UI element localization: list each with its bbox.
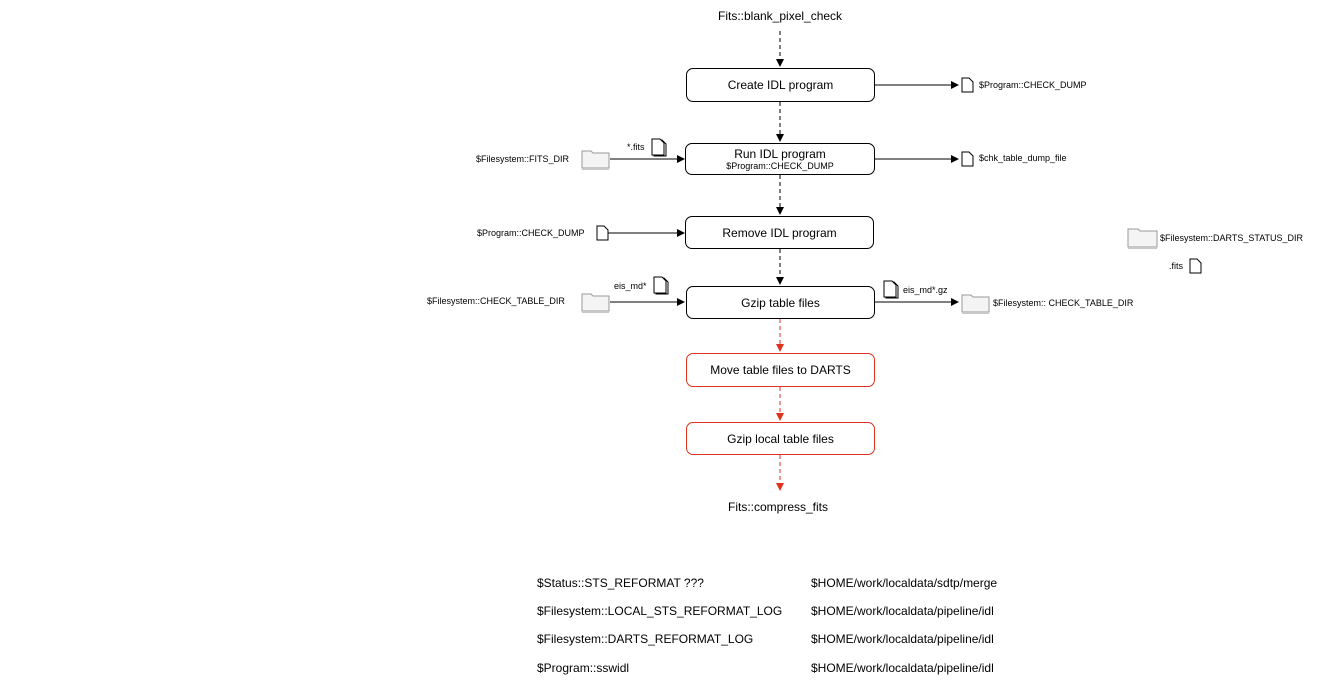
document-icon — [961, 151, 974, 167]
legend-name: $Status::STS_REFORMAT ??? — [537, 576, 704, 590]
document-stack-icon — [883, 280, 899, 299]
input-eis-md-label: eis_md* — [614, 281, 647, 291]
step-gzip-local-table-files[interactable]: Gzip local table files — [686, 422, 875, 455]
darts-status-dir-label: $Filesystem::DARTS_STATUS_DIR — [1160, 233, 1304, 243]
step-create-idl-program[interactable]: Create IDL program — [686, 68, 875, 102]
legend-path: $HOME/work/localdata/pipeline/idl — [811, 661, 994, 675]
side-fits-file-label: .fits — [1169, 261, 1184, 271]
output-chk-table-dump-file-label: $chk_table_dump_file — [979, 153, 1067, 163]
document-icon — [1189, 258, 1202, 274]
legend-path: $HOME/work/localdata/pipeline/idl — [811, 632, 994, 646]
output-check-table-dir-label: $Filesystem:: CHECK_TABLE_DIR — [993, 298, 1134, 308]
input-check-table-dir-label: $Filesystem::CHECK_TABLE_DIR — [427, 296, 565, 306]
document-icon — [596, 225, 609, 241]
input-fits-dir-label: $Filesystem::FITS_DIR — [476, 154, 570, 164]
step-label: Move table files to DARTS — [710, 363, 851, 377]
document-icon — [961, 77, 974, 93]
input-fits-file-label: *.fits — [627, 142, 645, 152]
step-label: Run IDL program — [734, 146, 826, 161]
step-remove-idl-program[interactable]: Remove IDL program — [685, 216, 874, 249]
folder-icon — [581, 293, 610, 313]
step-label: Gzip table files — [741, 295, 820, 310]
legend-path: $HOME/work/localdata/pipeline/idl — [811, 604, 994, 618]
legend-name: $Filesystem::DARTS_REFORMAT_LOG — [537, 632, 754, 646]
legend-name: $Filesystem::LOCAL_STS_REFORMAT_LOG — [537, 604, 783, 618]
end-node: Fits::compress_fits — [728, 500, 829, 514]
output-program-check-dump-label: $Program::CHECK_DUMP — [979, 80, 1087, 90]
folder-icon — [1127, 228, 1158, 249]
output-eis-md-gz-label: eis_md*.gz — [903, 285, 948, 295]
start-node: Fits::blank_pixel_check — [718, 9, 843, 23]
folder-icon — [961, 294, 990, 314]
step-gzip-table-files[interactable]: Gzip table files — [686, 286, 875, 319]
step-run-idl-program[interactable]: Run IDL program $Program::CHECK_DUMP — [685, 143, 875, 175]
legend-name: $Program::sswidl — [537, 661, 630, 675]
legend-path: $HOME/work/localdata/sdtp/merge — [811, 576, 998, 590]
step-move-table-files-to-darts[interactable]: Move table files to DARTS — [686, 353, 875, 387]
input-program-check-dump-label: $Program::CHECK_DUMP — [477, 228, 585, 238]
document-stack-icon — [651, 138, 667, 157]
step-label: Remove IDL program — [722, 225, 837, 240]
step-sublabel: $Program::CHECK_DUMP — [726, 160, 834, 171]
step-label: Create IDL program — [727, 78, 834, 92]
folder-icon — [581, 150, 610, 170]
step-label: Gzip local table files — [727, 431, 834, 446]
document-stack-icon — [653, 276, 669, 295]
